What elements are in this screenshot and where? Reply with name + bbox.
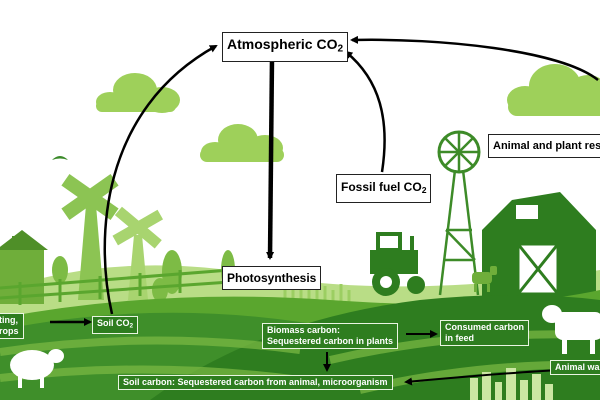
biomass-carbon-line1: Biomass carbon: — [267, 325, 341, 335]
arrow-waste-to-soil — [404, 369, 561, 386]
harvesting-label-line2: rops — [0, 326, 19, 336]
bird-icon — [52, 156, 68, 160]
consumed-carbon-line1: Consumed carbon — [445, 322, 525, 332]
harvesting-label: ting, rops — [0, 313, 24, 339]
soil-co2-label: Soil CO2 — [92, 316, 139, 334]
clouds — [96, 64, 600, 162]
cloud-left — [96, 73, 180, 113]
harvesting-label-line1: ting, — [0, 315, 18, 325]
arrow-soil-to-atmosphere — [103, 44, 218, 315]
tractor-icon — [370, 232, 425, 296]
consumed-carbon-line2: in feed — [445, 333, 475, 343]
arrow-fossil-to-atmosphere — [344, 50, 386, 173]
soil-carbon-label: Soil carbon: Sequestered carbon from ani… — [118, 375, 393, 390]
fence — [0, 268, 231, 305]
consumed-carbon-label: Consumed carbon in feed — [440, 320, 530, 346]
cow-icon — [542, 305, 600, 354]
barn-icon — [482, 192, 596, 300]
goat-icon — [472, 266, 497, 292]
flow-arrows — [50, 35, 599, 386]
windmill-left-icon — [61, 174, 119, 300]
cloud-right — [507, 64, 600, 116]
fossil-fuel-label: Fossil fuel CO2 — [336, 174, 432, 204]
animal-waste-label: Animal wa — [550, 360, 600, 375]
cloud-center — [200, 124, 284, 162]
biomass-carbon-label: Biomass carbon: Sequestered carbon in pl… — [262, 323, 399, 349]
arrow-respiration-to-atmosphere — [350, 35, 599, 81]
biomass-carbon-line2: Sequestered carbon in plants — [267, 336, 394, 346]
photosynthesis-label: Photosynthesis — [222, 266, 322, 290]
respiration-label: Animal and plant resp — [488, 134, 600, 158]
city-skyline — [470, 368, 553, 400]
atmospheric-co2-label: Atmospheric CO2 — [222, 32, 349, 62]
sheep-icon — [10, 349, 64, 388]
windmill-center-icon — [112, 206, 164, 300]
wind-pump-icon — [437, 130, 481, 296]
arrow-atmosphere-to-photosynthesis — [266, 57, 275, 260]
small-barn-icon — [0, 230, 48, 304]
